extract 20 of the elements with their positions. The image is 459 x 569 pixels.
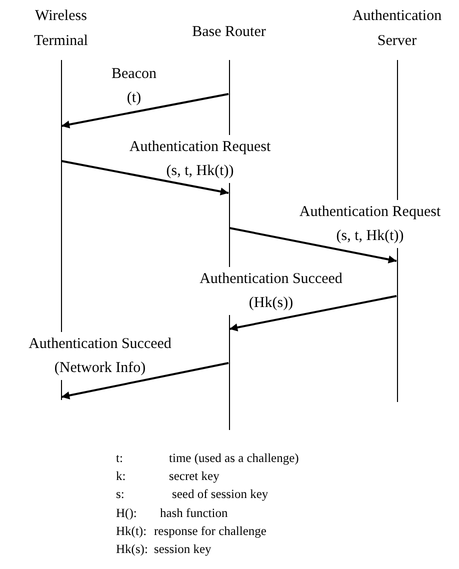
lifeline-title: Base Router xyxy=(191,23,267,42)
message-arrow xyxy=(61,160,229,196)
lifeline-title: Authentication Server xyxy=(351,7,443,51)
message-arrow xyxy=(229,295,397,332)
definition-text: seed of session key xyxy=(172,486,268,504)
symbol-text: s: xyxy=(116,486,124,504)
symbol-text: Hk(t): xyxy=(116,522,147,540)
symbol-text: H(): xyxy=(116,504,137,522)
symbol-text: t: xyxy=(116,450,123,467)
symbol-text: Hk(s): xyxy=(116,541,148,558)
definition-text: response for challenge xyxy=(154,522,266,540)
definition-text: hash function xyxy=(160,504,228,522)
definition-text: session key xyxy=(154,541,212,558)
message-arrow xyxy=(61,362,229,400)
message-arrow xyxy=(229,227,397,264)
definition-text: time (used as a challenge) xyxy=(169,450,299,467)
message-arrow xyxy=(61,93,229,128)
symbol-text: k: xyxy=(116,468,126,486)
lifeline-title: Wireless Terminal xyxy=(33,7,89,51)
definition-text: secret key xyxy=(169,468,220,486)
